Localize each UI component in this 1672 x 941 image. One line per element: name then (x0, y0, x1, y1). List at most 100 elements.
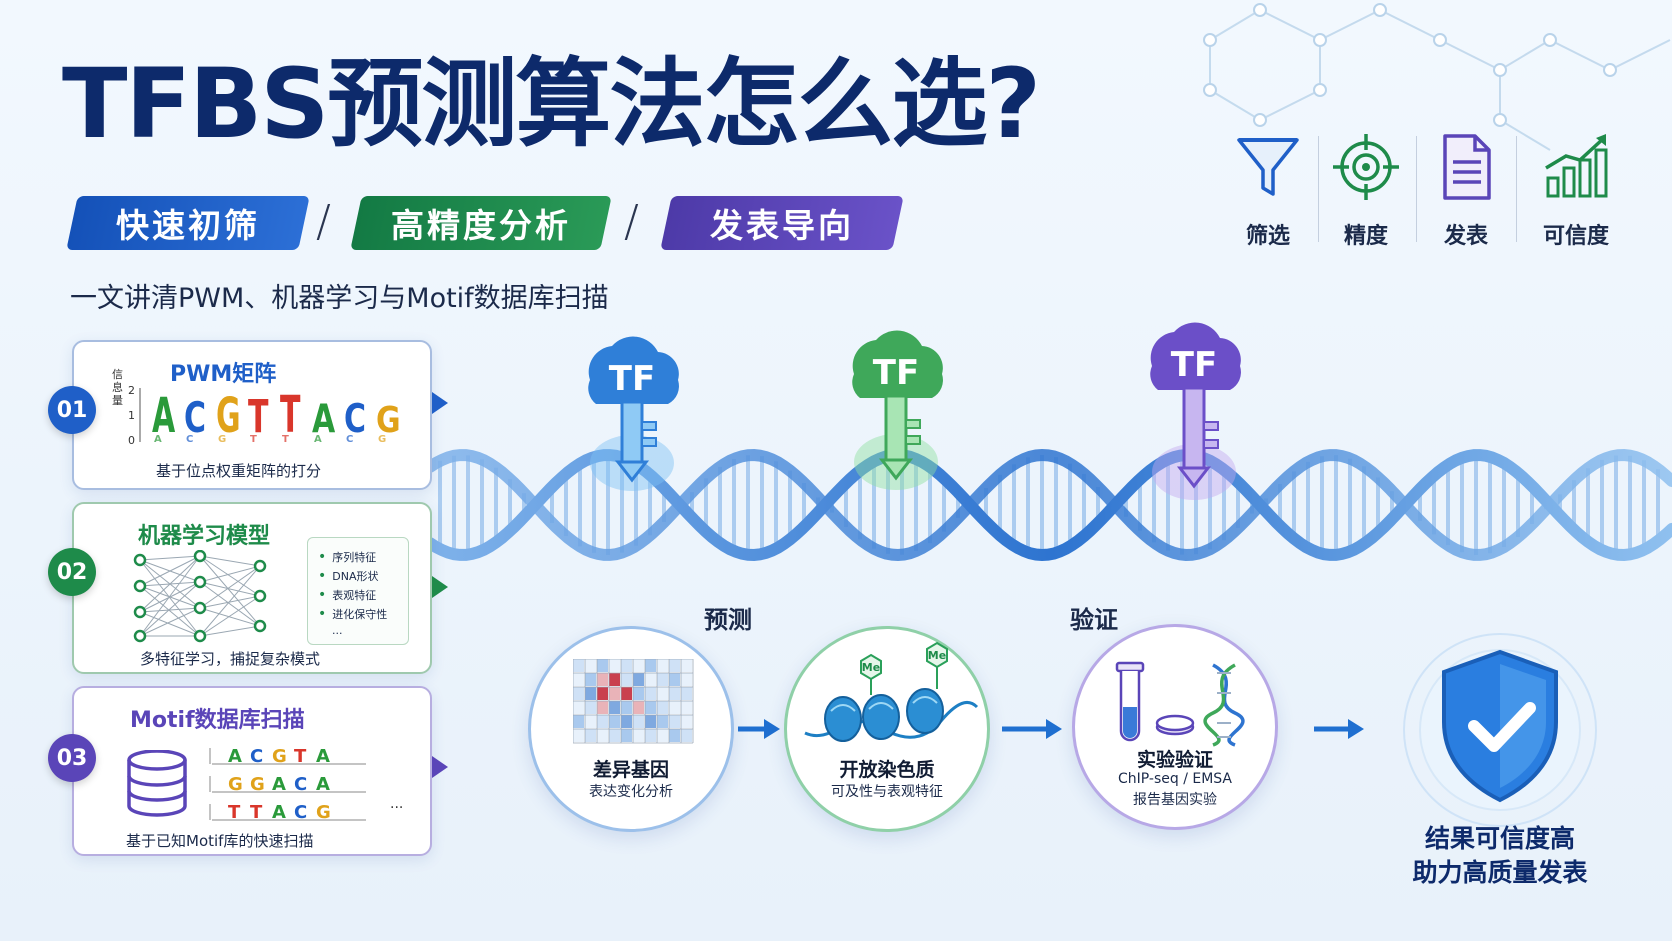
methyl-mark: Me (862, 661, 880, 674)
heatmap-cell (585, 729, 596, 742)
icon-item-filter: 筛选 (1226, 132, 1310, 250)
heatmap-cell (645, 673, 656, 686)
arrow-right-icon (1314, 719, 1364, 739)
logo-letter-minor: C (186, 434, 193, 445)
heatmap-cell (633, 687, 644, 700)
pipeline-step-open-chromatin: Me Me 开放染色质 可及性与表观特征 (784, 626, 990, 832)
heatmap-cell (585, 659, 596, 672)
card-pointer (432, 392, 448, 414)
step-sublabel: 表达变化分析 (589, 784, 673, 800)
motif-letter: T (228, 802, 241, 822)
step-label: 开放染色质 (839, 759, 935, 781)
feature-ellipsis: ... (332, 624, 343, 637)
heatmap-cell (585, 701, 596, 714)
tag-publication: 发表导向 (660, 196, 904, 250)
heatmap-cell (645, 687, 656, 700)
heatmap-cell (669, 729, 680, 742)
tf-key-purple: TF (1150, 322, 1241, 500)
heatmap-cell (681, 701, 692, 714)
card-title: PWM矩阵 (170, 362, 277, 387)
tag-fast-screening: 快速初筛 (66, 196, 310, 250)
page-title: TFBS预测算法怎么选? (62, 48, 1041, 160)
step-number-01: 01 (48, 386, 96, 434)
step-sublabel: 可及性与表观特征 (831, 784, 943, 800)
logo-letter-minor: G (378, 434, 386, 445)
tf-label: TF (1171, 345, 1217, 385)
heatmap-cell (573, 659, 584, 672)
heatmap-cell (633, 659, 644, 672)
card-pointer (432, 576, 448, 598)
heatmap-cell (621, 701, 632, 714)
card-caption: 基于已知Motif库的快速扫描 (126, 832, 314, 850)
growth-chart-icon (1545, 134, 1608, 198)
heatmap-cell (609, 729, 620, 742)
heatmap-cell (573, 687, 584, 700)
divider (1516, 136, 1517, 242)
logo-letter: C (184, 393, 206, 442)
result-text: 结果可信度高 助力高质量发表 (1392, 822, 1608, 890)
divider (1318, 136, 1319, 242)
subtitle: 一文讲清PWM、机器学习与Motif数据库扫描 (70, 283, 609, 314)
result-line: 结果可信度高 (1424, 824, 1575, 853)
motif-letter: C (294, 802, 307, 822)
heatmap-cell (633, 673, 644, 686)
heatmap-cell (645, 659, 656, 672)
heatmap-cell (657, 673, 668, 686)
logo-letter-minor: T (250, 434, 257, 445)
feature-item: 进化保守性 (318, 605, 408, 624)
step-number-02: 02 (48, 548, 96, 596)
logo-letter: G (216, 389, 241, 444)
motif-letter: G (228, 774, 243, 795)
heatmap-cell (657, 715, 668, 728)
icon-label: 可信度 (1542, 224, 1609, 249)
motif-ellipsis: ... (390, 796, 404, 812)
feature-list: 序列特征 DNA形状 表观特征 进化保守性 ... (307, 537, 409, 645)
svg-text:0: 0 (128, 434, 135, 447)
step-label: 差异基因 (592, 759, 669, 781)
heatmap-cell (585, 715, 596, 728)
heatmap-cell (597, 729, 608, 742)
document-icon (1443, 134, 1491, 200)
heatmap-cell (597, 715, 608, 728)
heatmap-cell (573, 729, 584, 742)
funnel-icon (1237, 138, 1299, 196)
heatmap-cell (645, 701, 656, 714)
target-icon (1333, 134, 1399, 200)
nucleosome-icon: Me Me (804, 641, 979, 742)
logo-letter: C (344, 397, 366, 442)
heatmap-cell (633, 729, 644, 742)
heatmap-cell (585, 687, 596, 700)
neural-network-icon (133, 550, 267, 643)
dna-helix (430, 448, 1672, 562)
motif-letter: A (228, 746, 242, 767)
heatmap-cell (669, 715, 680, 728)
heatmap-cell (657, 729, 668, 742)
pipeline-step-validation: 实验验证 ChIP-seq / EMSA 报告基因实验 (1072, 624, 1278, 830)
heatmap-cell (609, 659, 620, 672)
heatmap-cell (621, 715, 632, 728)
arrow-right-icon (738, 719, 780, 739)
methyl-mark: Me (928, 649, 946, 662)
svg-text:1: 1 (128, 409, 135, 422)
motif-letter: A (316, 774, 330, 795)
step-sublabel: 报告基因实验 (1133, 792, 1217, 808)
logo-letter-minor: A (154, 434, 162, 445)
stage-label-validate: 验证 (1070, 606, 1118, 634)
heatmap-cell (597, 673, 608, 686)
heatmap-cell (633, 715, 644, 728)
heatmap-cell (657, 659, 668, 672)
feature-item: DNA形状 (318, 567, 408, 586)
motif-letter: G (272, 746, 287, 767)
stage-label-predict: 预测 (704, 606, 752, 634)
divider (1416, 136, 1417, 242)
icon-label: 发表 (1443, 224, 1488, 249)
motif-letter: G (316, 802, 331, 822)
motif-letter: T (250, 802, 263, 822)
heatmap-cell (585, 673, 596, 686)
heatmap-icon (573, 659, 694, 744)
tf-key-blue: TF (588, 336, 679, 491)
logo-letter: A (152, 389, 175, 444)
motif-letter: A (272, 802, 286, 822)
motif-letter: C (294, 774, 307, 795)
